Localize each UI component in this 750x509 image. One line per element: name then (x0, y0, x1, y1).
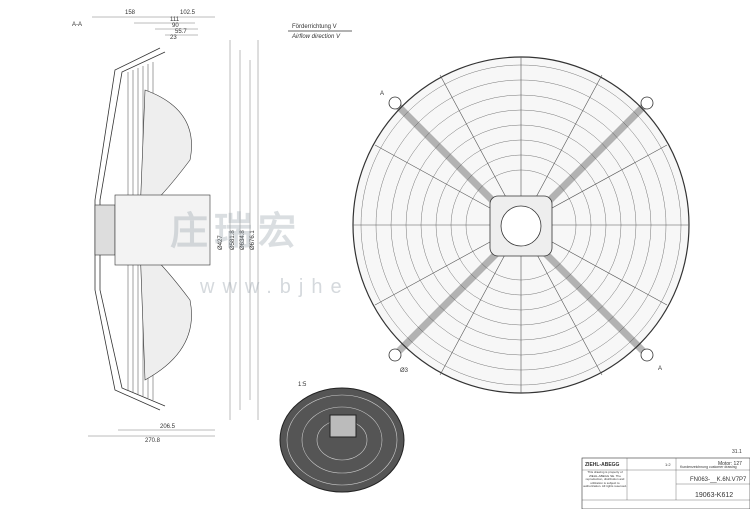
property-notice: This drawing is property of ZIEHL-ABEGG … (583, 471, 627, 489)
dia-427: Ø427 (218, 235, 224, 250)
dia-634-8: Ø634.8 (240, 230, 246, 250)
dim-102-5: 102.5 (180, 10, 196, 16)
watermark-cn: 庄瑞宏 (170, 211, 303, 253)
title-block: ZIEHL-ABEGG This drawing is property of … (581, 449, 750, 509)
dim-270-8: 270.8 (145, 438, 161, 444)
company-logo-text: ZIEHL-ABEGG (585, 462, 620, 468)
section-label: A-A (72, 22, 82, 28)
dim-158: 158 (125, 10, 136, 16)
scale: 1:2 (665, 462, 671, 467)
airflow-de: Förderrichtung V (292, 24, 337, 30)
doc-type: Kundenzeichnung customer drawing (680, 465, 737, 469)
airflow-en: Airflow direction V (291, 34, 341, 40)
isometric-view: 1:5 (279, 382, 405, 493)
drawing-number: 19063-K612 (695, 492, 733, 499)
sheet-number: 31.1 (732, 449, 742, 455)
watermark-url: www.bjhe (200, 276, 350, 298)
dim-23: 23 (170, 35, 177, 41)
motor-label: Motor: 127 (718, 461, 742, 467)
dia-676-1: Ø676.1 (250, 230, 256, 250)
dim-90: 90 (172, 23, 179, 29)
airflow-note: Förderrichtung V Airflow direction V (288, 24, 352, 40)
iso-scale: 1:5 (298, 382, 307, 388)
hole-dim: Ø3 (400, 368, 409, 374)
dim-55-7: 55.7 (175, 29, 187, 35)
dim-111: 111 (170, 17, 180, 23)
side-view: A-A 158 102.5 111 90 55.7 23 Ø427 Ø581.8… (72, 10, 259, 444)
front-view: A A Ø3 (352, 56, 690, 394)
section-mark-a-top: A (380, 91, 384, 97)
type-code: FN063-__K.6N.V7P7 (690, 477, 747, 483)
section-mark-a-bottom: A (658, 366, 662, 372)
dim-206-5: 206.5 (160, 424, 176, 430)
dia-581-8: Ø581.8 (230, 230, 236, 250)
